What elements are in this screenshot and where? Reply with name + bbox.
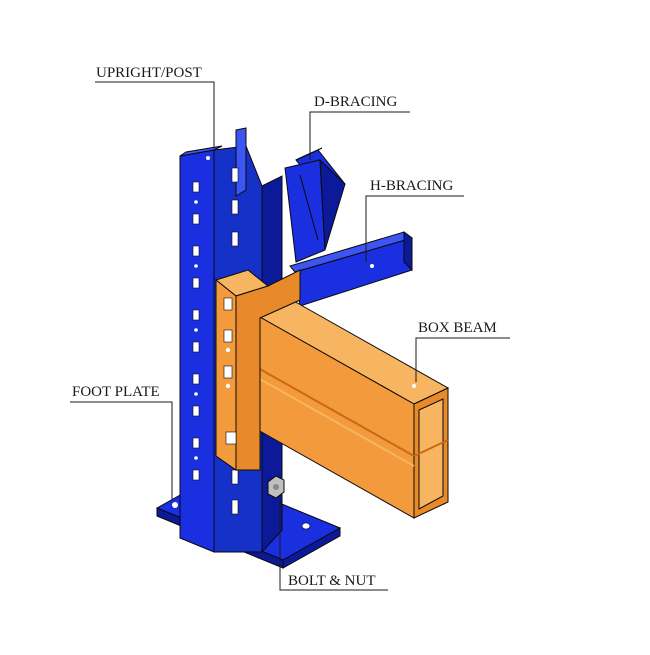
upright-leader [95,81,215,148]
upright-label: UPRIGHT/POST [96,65,202,81]
bolt-nut [267,475,285,499]
labels: UPRIGHT/POST D-BRACING H-BRACING BOX BEA… [72,65,497,589]
h-bracing-label: H-BRACING [370,178,454,194]
foot-plate-label: FOOT PLATE [72,384,160,400]
box-beam [256,299,450,519]
bolt-nut-leader [279,498,388,591]
leader-lines [70,81,510,591]
h-bracing-leader [365,195,464,262]
box-beam-leader [415,337,510,382]
bolt-nut-label: BOLT & NUT [288,573,376,589]
d-bracing-leader [309,111,410,160]
box-beam-label: BOX BEAM [418,320,497,336]
d-bracing-label: D-BRACING [314,94,398,110]
h-bracing [289,231,414,307]
beam-connector [214,269,301,471]
foot-plate-leader [70,401,173,500]
d-bracing [284,147,346,263]
